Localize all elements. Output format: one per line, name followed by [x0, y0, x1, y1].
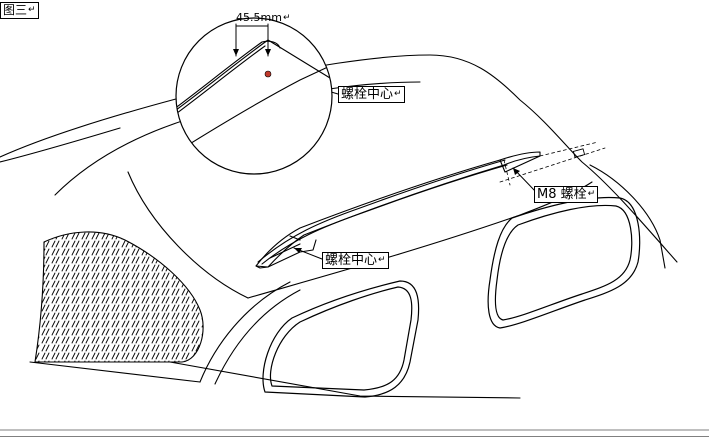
m8-bolt-text: M8 螺栓 [537, 187, 587, 202]
dimension-label: 45.5mm↵ [236, 12, 290, 24]
car-body-outline [0, 54, 709, 437]
paragraph-mark: ↵ [587, 189, 596, 199]
hatched-side-window [34, 231, 204, 363]
rear-door-window [262, 280, 420, 398]
paragraph-mark: ↵ [378, 255, 386, 265]
bolt-center-front-text: 螺栓中心 [325, 253, 378, 268]
dimension-text: 45.5mm [236, 11, 282, 24]
figure-label-text: 图三 [3, 3, 28, 17]
bolt-reference-dashes [499, 141, 606, 186]
bolt-center-front-label: 螺栓中心↵ [322, 252, 389, 269]
bolt-center-detail-label: 螺栓中心↵ [338, 86, 405, 103]
paragraph-mark: ↵ [28, 5, 36, 15]
figure-label: 图三↵ [0, 2, 39, 19]
bolt-center-detail-text: 螺栓中心 [341, 87, 394, 102]
detail-magnifier [175, 17, 333, 175]
bolt-center-dot [264, 70, 272, 78]
rear-bolt-marker [572, 148, 586, 158]
m8-bolt-label: M8 螺栓↵ [534, 186, 599, 203]
rear-quarter-window [487, 196, 641, 329]
paragraph-mark: ↵ [394, 89, 402, 99]
paragraph-mark: ↵ [282, 13, 291, 23]
